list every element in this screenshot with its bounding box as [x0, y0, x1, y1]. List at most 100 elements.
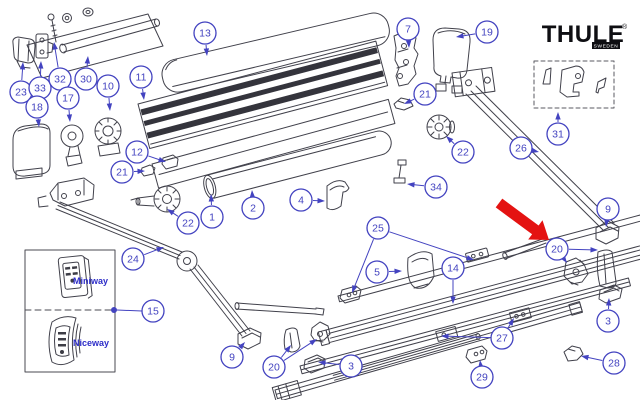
part-arm-24 — [37, 177, 325, 350]
callout-22-11[interactable]: 22 — [167, 209, 200, 235]
legend-connector-line — [116, 309, 143, 312]
callout-2-13[interactable]: 2 — [241, 190, 265, 220]
callout-10-7[interactable]: 10 — [96, 74, 120, 111]
svg-text:21: 21 — [116, 167, 128, 179]
part-roller-tube — [203, 130, 392, 199]
callout-26-20[interactable]: 26 — [509, 136, 539, 160]
part-clip-25-left — [339, 285, 362, 304]
callout-7-16[interactable]: 7 — [396, 17, 420, 48]
callout-20-23[interactable]: 20 — [545, 237, 598, 263]
brand-registered-mark: ® — [622, 23, 628, 31]
legend-connector-dot — [111, 307, 117, 313]
callout-14-33[interactable]: 14 — [441, 256, 465, 304]
part-screw-32 — [47, 13, 58, 43]
svg-text:30: 30 — [80, 74, 92, 86]
callout-28-25[interactable]: 28 — [581, 351, 626, 375]
svg-text:26: 26 — [515, 143, 527, 155]
part-cover-19 — [432, 27, 471, 94]
brand-subtext: SWEDEN — [594, 44, 619, 50]
callout-24-26[interactable]: 24 — [121, 247, 164, 271]
callout-21-18[interactable]: 21 — [404, 82, 437, 106]
callout-4-14[interactable]: 4 — [289, 188, 325, 212]
svg-text:3: 3 — [348, 361, 354, 373]
callout-12-2[interactable]: 12 — [125, 140, 166, 164]
svg-text:2: 2 — [250, 203, 256, 215]
part-bracket-20-left — [283, 321, 331, 353]
svg-text:32: 32 — [54, 74, 66, 86]
svg-text:11: 11 — [136, 72, 147, 84]
part-profile-11 — [137, 40, 389, 149]
part-housing-18 — [12, 123, 51, 180]
part-guide-5 — [407, 251, 435, 289]
callout-30-6[interactable]: 30 — [74, 56, 98, 91]
svg-text:24: 24 — [127, 254, 139, 266]
svg-text:25: 25 — [372, 223, 384, 235]
callout-1-12[interactable]: 1 — [200, 194, 224, 229]
part-clip-21-right — [393, 97, 414, 111]
part-case-13 — [161, 12, 390, 93]
brand-logo: THULE ® SWEDEN — [542, 21, 628, 50]
part-gear-22-left — [130, 185, 181, 213]
callout-27-34[interactable]: 27 — [441, 318, 514, 350]
callout-23-3[interactable]: 23 — [9, 62, 33, 104]
svg-text:9: 9 — [605, 204, 611, 216]
mounting-panel — [26, 13, 164, 79]
highlight-arrow-icon — [495, 198, 549, 240]
callout-22-19[interactable]: 22 — [446, 136, 475, 164]
part-arm-26 — [451, 66, 620, 245]
callout-11-1[interactable]: 11 — [129, 65, 153, 100]
svg-text:1: 1 — [209, 212, 215, 224]
part-box-3-left — [303, 354, 326, 374]
part-bracket-29 — [465, 345, 488, 364]
part-bracket-7 — [393, 29, 419, 87]
svg-text:3: 3 — [605, 316, 611, 328]
svg-text:27: 27 — [496, 333, 508, 345]
svg-text:15: 15 — [147, 306, 159, 318]
legend-label-niceway: Niceway — [73, 338, 109, 348]
svg-text:9: 9 — [229, 352, 235, 364]
callout-9-28[interactable]: 9 — [220, 342, 245, 369]
part-support-rod-right — [502, 237, 547, 260]
svg-text:17: 17 — [62, 93, 74, 105]
svg-text:28: 28 — [608, 358, 620, 370]
part-clamp-4 — [326, 180, 350, 211]
callout-5-32[interactable]: 5 — [365, 260, 402, 284]
svg-text:22: 22 — [182, 218, 194, 230]
legend-box: Miniway Niceway — [24, 249, 143, 373]
svg-text:31: 31 — [552, 129, 564, 141]
line-art — [12, 7, 640, 400]
callout-3-30[interactable]: 3 — [318, 354, 363, 378]
miniway-remote-drawing — [57, 255, 93, 299]
part-spares-box-31 — [533, 60, 615, 109]
niceway-remote-drawing — [48, 316, 82, 366]
part-bracket-33 — [35, 33, 54, 59]
callout-9-22[interactable]: 9 — [596, 197, 620, 227]
svg-text:12: 12 — [131, 147, 143, 159]
svg-text:22: 22 — [457, 147, 469, 159]
callout-31-21[interactable]: 31 — [546, 112, 570, 146]
callout-21-10[interactable]: 21 — [110, 160, 145, 184]
callout-15-27[interactable]: 15 — [141, 299, 165, 323]
part-gear-10 — [94, 117, 122, 157]
callout-13-0[interactable]: 13 — [193, 21, 217, 56]
legend-label-miniway: Miniway — [73, 276, 108, 286]
part-gear-22-right — [426, 114, 455, 140]
svg-text:20: 20 — [551, 244, 563, 256]
callout-20-29[interactable]: 20 — [262, 339, 317, 379]
callout-19-17[interactable]: 19 — [456, 20, 499, 44]
part-winch-17 — [60, 124, 84, 167]
part-bracket-23 — [12, 36, 36, 69]
callout-17-9[interactable]: 17 — [56, 86, 80, 122]
callout-34-15[interactable]: 34 — [407, 175, 448, 199]
svg-text:13: 13 — [199, 28, 211, 40]
callout-25-31[interactable]: 25 — [352, 216, 474, 293]
callout-33-4[interactable]: 33 — [28, 61, 52, 100]
callout-3-24[interactable]: 3 — [596, 298, 620, 333]
svg-text:34: 34 — [430, 182, 442, 194]
svg-text:7: 7 — [405, 24, 411, 36]
callout-18-8[interactable]: 18 — [25, 95, 49, 127]
svg-text:4: 4 — [298, 195, 304, 207]
callout-29-35[interactable]: 29 — [470, 360, 494, 389]
